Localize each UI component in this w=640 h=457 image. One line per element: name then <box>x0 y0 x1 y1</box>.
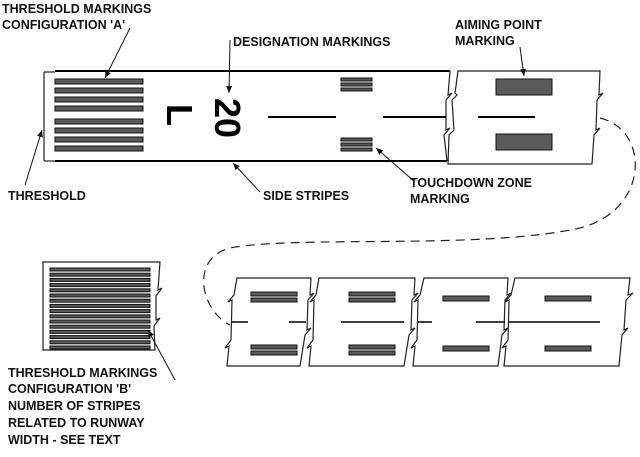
arrow-threshold-a <box>104 27 131 79</box>
label-aiming-1: AIMING POINT <box>455 18 542 32</box>
marking-stripe <box>348 350 396 356</box>
marking-stripe <box>49 298 151 303</box>
marking-stripe <box>54 78 144 85</box>
arrow-aiming <box>519 46 527 77</box>
label-threshold-b-3: NUMBER OF STRIPES <box>8 399 141 413</box>
marking-stripe <box>49 340 151 345</box>
marking-stripe <box>250 344 298 350</box>
continuation-dashed-curve <box>203 117 636 326</box>
label-tdz-2: MARKING <box>410 192 470 206</box>
marking-stripe <box>250 350 298 356</box>
threshold-stripes-b <box>49 267 151 350</box>
marking-stripe <box>54 136 144 143</box>
marking-stripe <box>54 118 144 125</box>
marking-stripe <box>49 293 151 298</box>
marking-stripe <box>49 267 151 272</box>
aiming-point-section <box>447 70 604 165</box>
arrow-side-stripes <box>232 162 261 193</box>
label-threshold-b-1: THRESHOLD MARKINGS <box>8 366 157 380</box>
marking-stripe <box>54 127 144 134</box>
label-threshold-b-4: RELATED TO RUNWAY <box>8 416 145 430</box>
marking-stripe <box>250 297 298 303</box>
marking-stripe <box>49 309 151 314</box>
marking-stripe <box>348 291 396 297</box>
marking-stripe <box>49 303 151 308</box>
marking-stripe <box>348 344 396 350</box>
marking-stripe <box>49 272 151 277</box>
label-aiming-2: MARKING <box>455 34 515 48</box>
label-threshold: THRESHOLD <box>8 189 86 203</box>
marking-stripe <box>54 145 144 152</box>
label-tdz-1: TOUCHDOWN ZONE <box>410 176 532 190</box>
marking-stripe <box>49 283 151 288</box>
marking-stripe <box>49 335 151 340</box>
label-threshold-b-5: WIDTH - SEE TEXT <box>8 433 121 447</box>
threshold-stripes-a <box>54 78 144 152</box>
marking-stripe <box>49 329 151 334</box>
label-designation: DESIGNATION MARKINGS <box>233 35 390 49</box>
threshold-config-b <box>42 261 163 351</box>
touchdown-zone-sequence <box>224 277 634 367</box>
marking-stripe <box>49 288 151 293</box>
marking-stripe <box>442 295 490 302</box>
marking-stripe <box>49 324 151 329</box>
marking-stripe <box>544 345 592 352</box>
label-threshold-b-2: CONFIGURATION 'B' <box>8 382 131 396</box>
runway-number: 20 <box>207 98 248 138</box>
marking-stripe <box>49 277 151 282</box>
marking-stripe <box>54 105 144 112</box>
marking-stripe <box>49 314 151 319</box>
label-threshold-a-1: THRESHOLD MARKINGS <box>2 2 151 16</box>
runway-threshold-section: 20 L <box>43 70 453 162</box>
touchdown-zone-marks <box>340 77 373 152</box>
marking-stripe <box>544 295 592 302</box>
runway-letter: L <box>159 104 200 126</box>
arrow-threshold-b <box>147 329 176 381</box>
marking-stripe <box>250 291 298 297</box>
break-line <box>443 70 453 162</box>
arrow-tdz <box>375 147 416 183</box>
aiming-point-bar <box>495 133 553 151</box>
label-threshold-a-2: CONFIGURATION 'A' <box>2 18 125 32</box>
marking-stripe <box>442 345 490 352</box>
aiming-point-bar <box>495 78 553 96</box>
marking-stripe <box>348 297 396 303</box>
marking-stripe <box>54 87 144 94</box>
label-side-stripes: SIDE STRIPES <box>263 189 349 203</box>
arrow-designation <box>226 39 233 94</box>
marking-stripe <box>49 345 151 350</box>
marking-stripe <box>49 319 151 324</box>
arrow-threshold <box>24 129 43 186</box>
marking-stripe <box>54 96 144 103</box>
